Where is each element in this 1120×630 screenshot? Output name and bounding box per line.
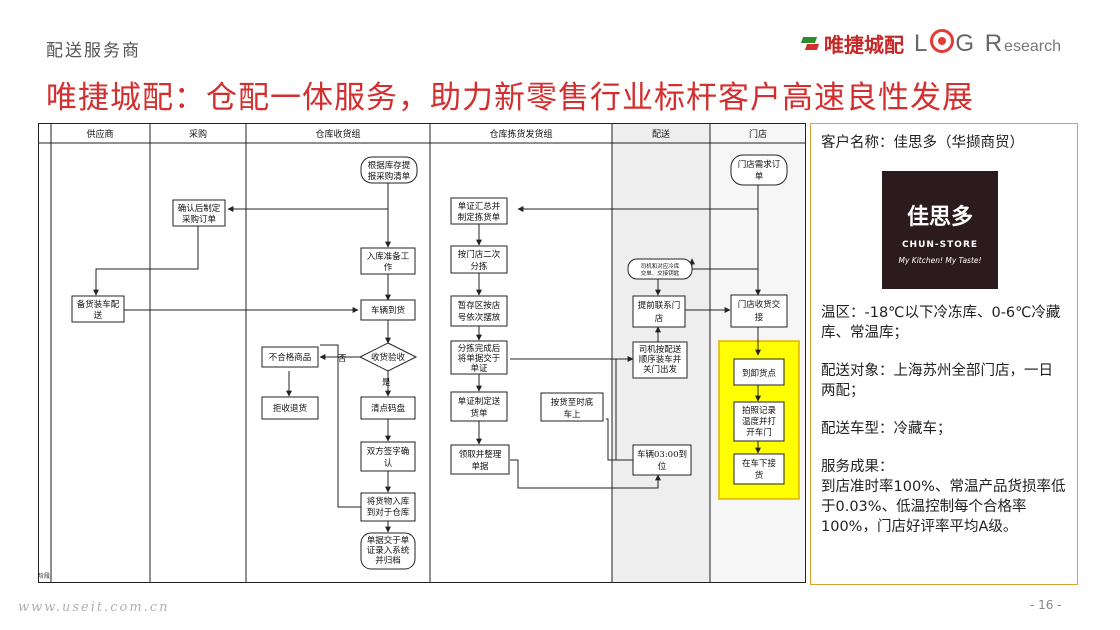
node-n20-l1: 提前联系门 (638, 300, 681, 311)
node-n27-l1: 拍照记录 (742, 405, 777, 416)
node-n4-l1: 入库准备工 (367, 251, 410, 262)
node-n14-l1: 按门店二次 (458, 249, 501, 260)
node-n28-l1: 在车下接 (742, 458, 777, 469)
node-n23-l2: 位 (658, 461, 667, 472)
lane-header-receiving: 仓库收货组 (315, 128, 360, 140)
node-n2-l1: 确认后制定 (178, 203, 221, 214)
node-n13-l1: 单证汇总并 (458, 201, 501, 212)
node-n17-l2: 货单 (470, 408, 488, 419)
node-n5: 车辆到货 (371, 305, 406, 316)
brand-sub-text: CHUN-STORE (901, 240, 979, 250)
lane-header-supplier: 供应商 (86, 128, 113, 140)
client-name: 客户名称：佳思多（华撷商贸） (821, 135, 1024, 151)
node-n11-l1: 将货物入库 (367, 496, 410, 507)
lane-header-delivery: 配送 (652, 128, 670, 140)
node-n3-l1: 备货装车配 (77, 299, 120, 310)
client-info-panel: 客户名称：佳思多（华撷商贸） 佳思多 CHUN-STORE My Kitchen… (810, 123, 1078, 585)
lane-header-picking: 仓库拣货发货组 (489, 128, 552, 140)
page-title: 唯捷城配：仓配一体服务，助力新零售行业标杆客户高速良性发展 (46, 80, 974, 116)
node-n24-l2: 单 (755, 171, 764, 182)
node-n4-l2: 作 (384, 262, 393, 273)
node-n15-l1: 暂存区按店 (458, 300, 501, 311)
lane-header-purchase: 采购 (189, 128, 207, 140)
node-n13-l2: 制定拣货单 (458, 212, 501, 223)
node-n24-l1: 门店需求订 (738, 159, 781, 170)
node-n18-l2: 单据 (471, 461, 489, 472)
node-n14-l2: 分拣 (470, 261, 488, 272)
node-n21-l2: 顺序装车并 (639, 354, 682, 365)
node-n12-l2: 证录入系统 (367, 545, 410, 556)
node-n25-l2: 接 (755, 312, 764, 323)
node-n28-l2: 货 (755, 470, 764, 481)
decision-inspection: 收货验收 (358, 342, 418, 372)
node-n10-l1: 双方签字确 (367, 446, 410, 457)
brand-logo-text: 佳思多 (906, 204, 973, 230)
side-label: 阶段 (38, 572, 50, 580)
temperature-zones: 温区：-18℃以下冷冻库、0-6℃冷藏库、常温库； (821, 305, 1061, 341)
node-n3-l2: 送 (94, 310, 103, 321)
node-n26: 到卸货点 (742, 368, 777, 379)
node-n27-l2: 温度并打 (742, 416, 777, 427)
edge-label-no: 否 (338, 354, 347, 364)
node-n16-l2: 将单据交于 (458, 353, 501, 364)
node-n6: 收货验收 (371, 352, 406, 363)
node-n1-l2: 报采购清单 (368, 171, 411, 182)
node-n9: 清点码盘 (371, 403, 406, 414)
node-n12-l3: 并归档 (375, 555, 401, 566)
brand-tagline: My Kitchen! My Taste! (898, 256, 982, 265)
page-number: - 16 - (1030, 598, 1062, 612)
results-title: 服务成果： (821, 459, 894, 475)
node-n20-l2: 店 (655, 313, 664, 324)
client-brand-logo: 佳思多 CHUN-STORE My Kitchen! My Taste! (882, 171, 998, 289)
delivery-target: 配送对象：上海苏州全部门店，一日两配； (821, 363, 1053, 399)
node-n25-l1: 门店收货交 (738, 299, 781, 310)
results-text: 到店准时率100%、常温产品货损率低于0.03%、低温控制每个合格率100%，门… (821, 479, 1066, 535)
logo-o-icon (930, 28, 955, 53)
process-flowchart: 供应商 采购 仓库收货组 仓库拣货发货组 配送 门店 阶段 (38, 123, 806, 583)
node-n21-l3: 关门出发 (643, 364, 678, 375)
node-n16-l3: 单证 (470, 363, 488, 374)
node-n16-l1: 分拣完成后 (458, 343, 501, 354)
section-label: 配送服务商 (46, 41, 141, 61)
node-n2-l2: 采购订单 (182, 214, 217, 225)
node-n18-l1: 领取并整理 (459, 449, 502, 460)
footer-url: www.useit.com.cn (18, 600, 170, 615)
lane-header-store: 门店 (749, 128, 767, 140)
node-n17-l1: 单证制定送 (458, 396, 501, 407)
brand-mark-icon (800, 33, 820, 53)
node-n11-l2: 到对于仓库 (367, 507, 410, 518)
node-n21-l1: 司机按配送 (639, 344, 682, 355)
vehicle-type: 配送车型：冷藏车； (821, 421, 952, 437)
node-n22-l1: 按货至时底 (551, 397, 594, 408)
logo-cn-text: 唯捷城配 (824, 32, 904, 57)
node-n27-l3: 开车门 (746, 427, 772, 438)
node-n19-l2: 交单、交接钥匙 (641, 269, 680, 277)
node-n7: 不合格商品 (269, 352, 312, 363)
node-n15-l2: 号依次摆放 (458, 312, 501, 323)
node-n12-l1: 单据交于单 (367, 535, 410, 546)
node-n1-l1: 根据库存提 (368, 160, 411, 171)
node-n8: 拒收退货 (273, 403, 308, 414)
edge-label-yes: 是 (382, 378, 391, 388)
node-n22-l2: 车上 (563, 409, 581, 420)
node-n23-l1: 车辆03:00到 (637, 449, 687, 460)
node-n19-l1: 司机和对应冷库 (641, 262, 680, 270)
node-n10-l2: 认 (384, 458, 393, 469)
